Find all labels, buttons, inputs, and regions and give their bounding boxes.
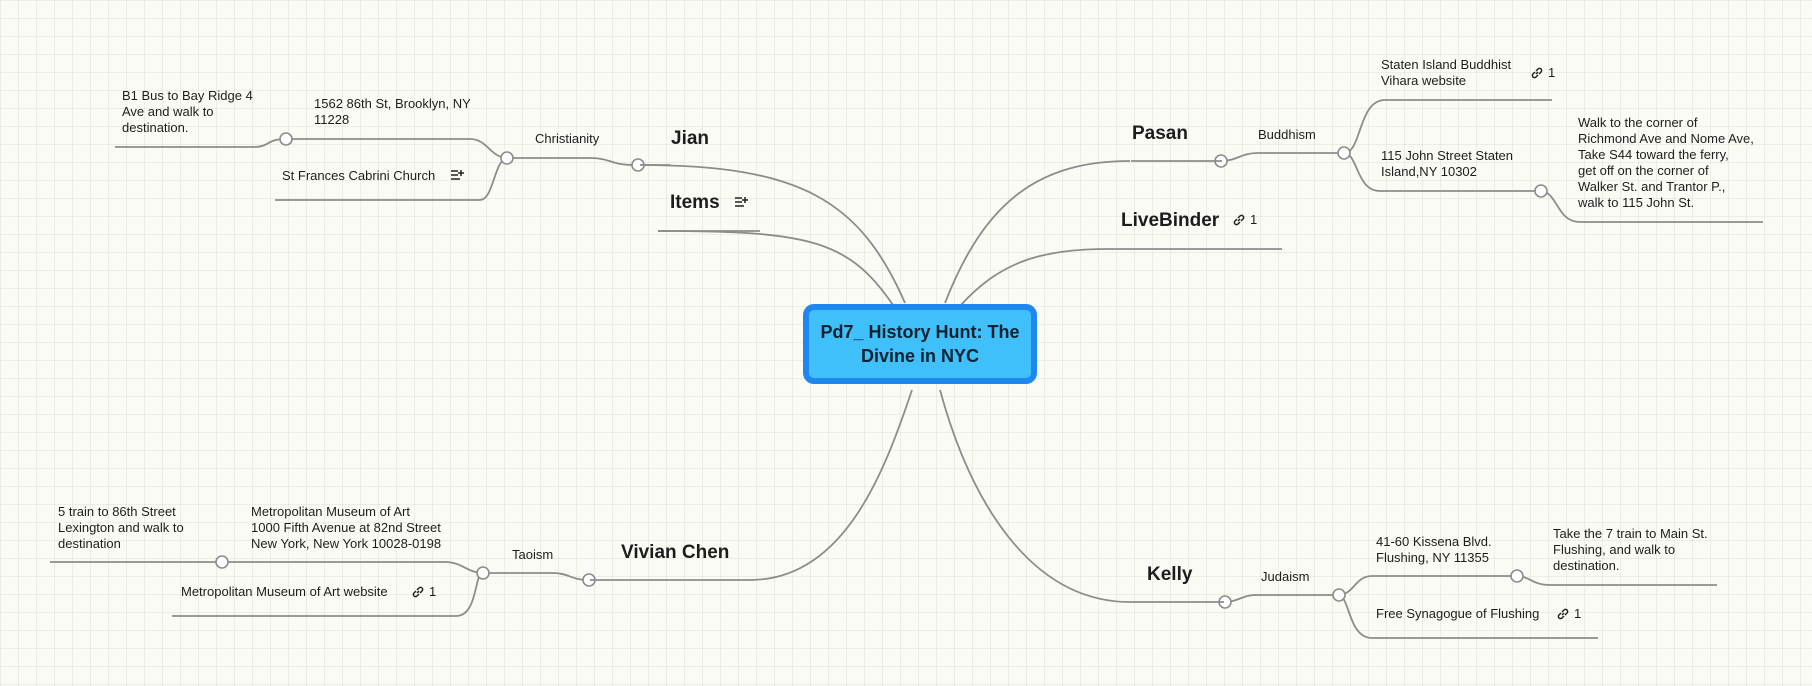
topic-pasan-address[interactable]: 115 John Street Staten Island,NY 10302 [1381,148,1514,179]
topic-kelly-place[interactable]: Free Synagogue of Flushing [1376,606,1540,621]
collapse-handle [1534,184,1548,198]
collapse-handle [1337,146,1351,160]
topic-kelly-directions[interactable]: Take the 7 train to Main St. Flushing, a… [1553,526,1708,573]
topic-vivian-website[interactable]: Metropolitan Museum of Art website [181,584,388,599]
topic-vivian-chen[interactable]: Vivian Chen [621,542,730,563]
topic-kelly-address[interactable]: 41-60 Kissena Blvd. Flushing, NY 11355 [1376,534,1492,565]
link-count: 1 [429,584,437,599]
topic-taoism[interactable]: Taoism [512,547,554,562]
collapse-handle [1510,569,1524,583]
link-count: 1 [1574,606,1582,621]
topic-items[interactable]: Items [670,192,720,213]
edge-pasan [944,160,1131,304]
notes-icon[interactable] [450,169,464,181]
topic-vivian-address[interactable]: Metropolitan Museum of Art 1000 Fifth Av… [251,504,442,551]
link-icon[interactable]: 1 [411,584,436,599]
central-topic[interactable]: Pd7_ History Hunt: The Divine in NYC [803,304,1037,384]
notes-icon[interactable] [734,196,748,208]
topic-pasan-directions[interactable]: Walk to the corner of Richmond Ave and N… [1578,115,1754,210]
link-icon[interactable]: 1 [1556,606,1581,621]
collapse-handle [1332,588,1346,602]
edge-jian [639,164,906,304]
collapse-handle [500,151,514,165]
link-icon[interactable]: 1 [1530,65,1555,80]
topic-vivian-directions[interactable]: 5 train to 86th Street Lexington and wal… [58,504,184,551]
topic-jian-directions[interactable]: B1 Bus to Bay Ridge 4 Ave and walk to de… [122,88,253,135]
topic-judaism[interactable]: Judaism [1261,569,1310,584]
topic-jian[interactable]: Jian [671,128,710,149]
topic-jian-place[interactable]: St Frances Cabrini Church [282,168,436,183]
collapse-handle [476,566,490,580]
edge-vivian [749,389,913,581]
topic-buddhism[interactable]: Buddhism [1258,127,1316,142]
topic-jian-address[interactable]: 1562 86th St, Brooklyn, NY 11228 [314,96,471,127]
topic-kelly[interactable]: Kelly [1147,564,1193,585]
collapse-handle [279,132,293,146]
topic-pasan[interactable]: Pasan [1132,123,1188,144]
topic-christianity[interactable]: Christianity [535,131,600,146]
link-icon[interactable]: 1 [1232,212,1257,227]
link-count: 1 [1548,65,1556,80]
edge-livebinder [959,248,1111,307]
edge-kelly [939,389,1131,603]
collapse-handle [215,555,229,569]
topic-livebinder[interactable]: LiveBinder [1121,210,1220,231]
central-topic-title: Pd7_ History Hunt: The Divine in NYC [820,322,1020,366]
topic-pasan-website[interactable]: Staten Island Buddhist Vihara website [1381,57,1512,88]
link-count: 1 [1250,212,1258,227]
